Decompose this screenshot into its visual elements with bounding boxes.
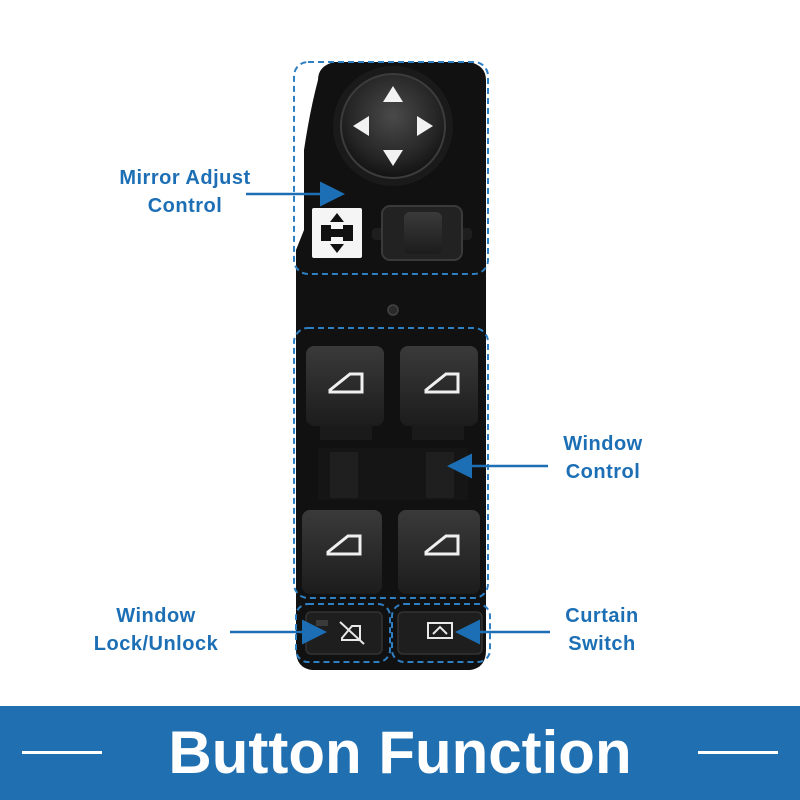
window-control-line2: Control xyxy=(565,461,641,483)
curtain-icon xyxy=(427,622,453,639)
banner-divider-left xyxy=(22,751,102,754)
window-button-rear-left[interactable] xyxy=(302,510,382,594)
curtain-switch-line1: Curtain xyxy=(565,605,639,627)
mirror-adjust-line1: Mirror Adjust xyxy=(119,167,251,189)
mirror-adjust-line2: Control xyxy=(147,195,223,217)
curtain-switch-line2: Switch xyxy=(568,633,636,655)
banner-divider-right xyxy=(698,751,778,754)
callout-arrows xyxy=(230,181,550,645)
window-button-front-right[interactable] xyxy=(400,346,478,440)
window-button-front-left[interactable] xyxy=(306,346,384,440)
banner-title: Button Function xyxy=(168,719,632,786)
window-lock-icon xyxy=(339,621,365,645)
car-window-icon xyxy=(424,372,460,394)
window-lock-line2: Lock/Unlock xyxy=(93,633,219,655)
window-control-line1: Window xyxy=(563,433,643,455)
mirror-knob[interactable] xyxy=(333,66,453,186)
car-window-icon xyxy=(326,534,362,556)
arrow-pad-icon xyxy=(353,86,433,166)
window-lock-line1: Window xyxy=(116,605,196,627)
car-window-icon xyxy=(424,534,460,556)
title-banner: Button Function xyxy=(0,706,800,800)
mirror-selector-switch[interactable] xyxy=(372,205,472,261)
highlight-outlines xyxy=(293,61,491,663)
car-window-icon xyxy=(328,372,364,394)
window-button-rear-right[interactable] xyxy=(398,510,480,594)
mirror-select-icon xyxy=(312,208,362,258)
window-control-label: Window Control xyxy=(548,430,658,486)
window-lock-label: Window Lock/Unlock xyxy=(78,602,234,658)
curtain-switch-label: Curtain Switch xyxy=(548,602,656,658)
mirror-adjust-label: Mirror Adjust Control xyxy=(96,164,274,220)
